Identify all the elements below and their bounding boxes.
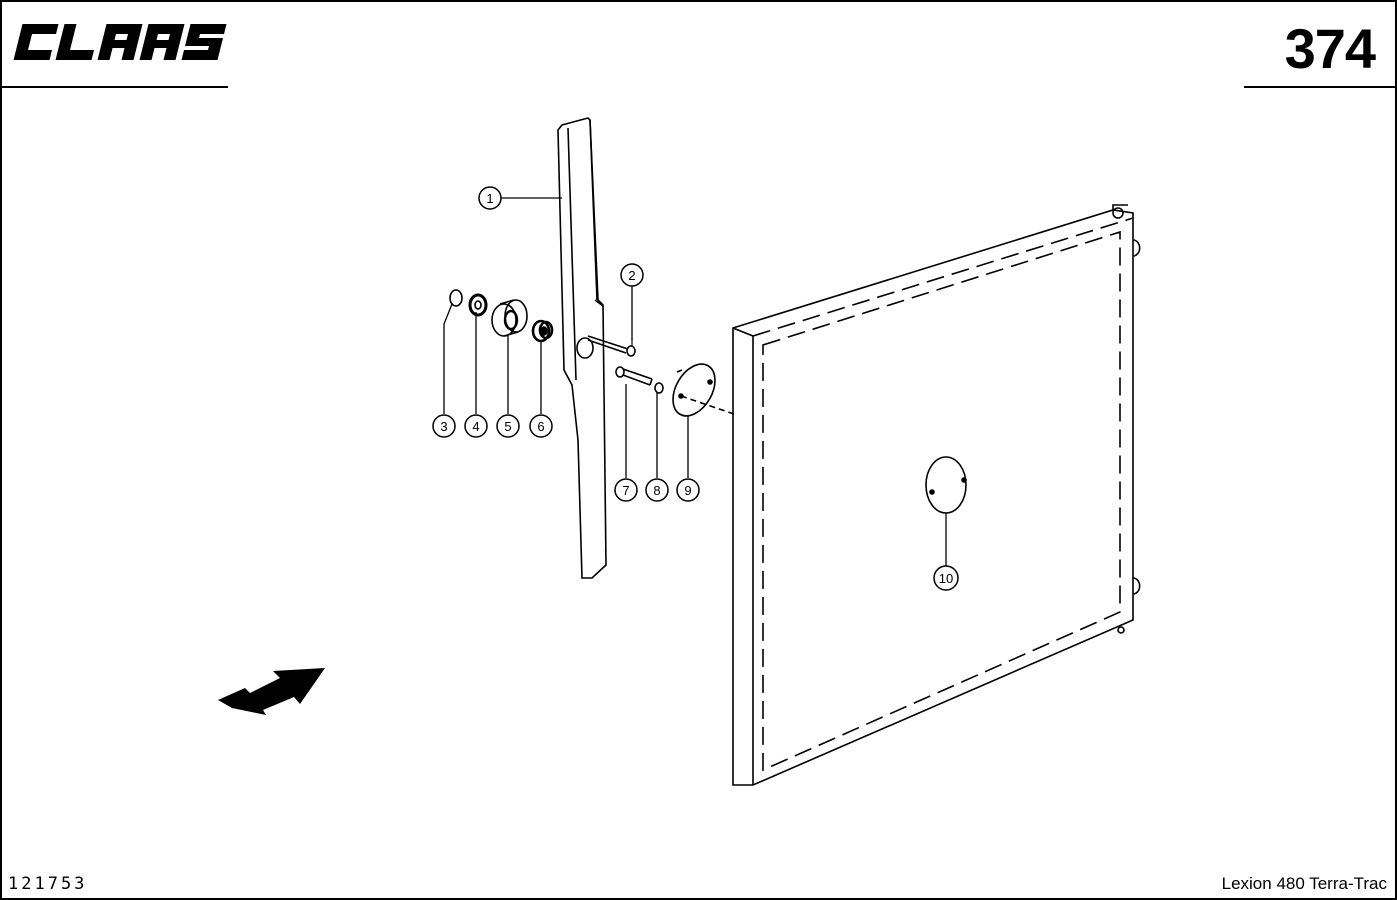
callout-6: 6 xyxy=(529,414,553,438)
callout-9: 9 xyxy=(676,478,700,502)
callout-5: 5 xyxy=(496,414,520,438)
callout-4: 4 xyxy=(464,414,488,438)
screw-part xyxy=(587,335,636,357)
svg-text:3: 3 xyxy=(440,419,447,434)
claas-logo xyxy=(13,24,227,60)
callout-3: 3 xyxy=(432,414,456,438)
svg-text:7: 7 xyxy=(622,483,629,498)
svg-text:1: 1 xyxy=(486,191,493,206)
drawing-number: 121753 xyxy=(8,874,88,894)
svg-text:2: 2 xyxy=(628,268,635,283)
callout-8: 8 xyxy=(645,478,669,502)
page-number: 374 xyxy=(1284,17,1376,80)
callout-10: 10 xyxy=(933,565,959,591)
callout-7: 7 xyxy=(614,478,638,502)
leader-lines xyxy=(443,197,947,566)
svg-text:10: 10 xyxy=(939,571,953,586)
callout-2: 2 xyxy=(620,263,644,287)
cover-part xyxy=(672,363,735,417)
model-name: Lexion 480 Terra-Trac xyxy=(1221,874,1387,893)
direction-arrow-icon xyxy=(218,668,325,715)
screen-frame xyxy=(732,204,1141,786)
bracket-part xyxy=(557,117,607,579)
svg-text:9: 9 xyxy=(684,483,691,498)
callout-1: 1 xyxy=(478,186,502,210)
svg-text:4: 4 xyxy=(472,419,479,434)
svg-text:8: 8 xyxy=(653,483,660,498)
svg-text:6: 6 xyxy=(537,419,544,434)
bolt-part xyxy=(615,366,664,394)
svg-text:5: 5 xyxy=(504,419,511,434)
